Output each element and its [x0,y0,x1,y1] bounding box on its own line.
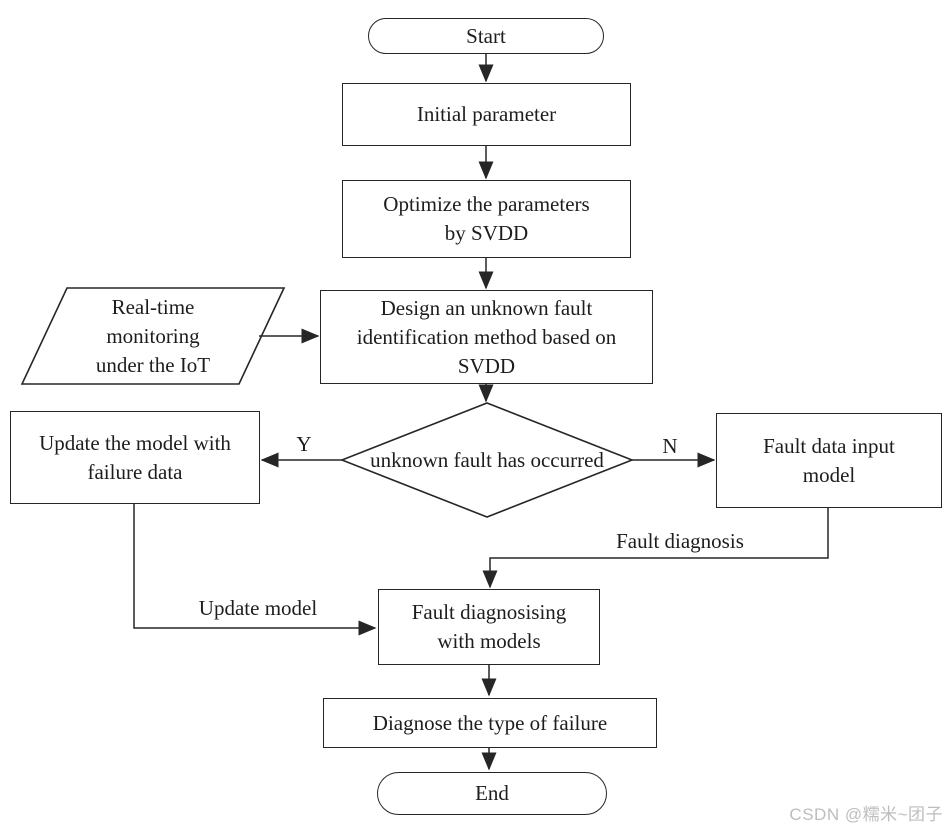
edge-label-yes: Y [296,432,312,456]
node-design-method-label: Design an unknown fault identification m… [321,294,652,381]
node-fault-diagnosising-line1: Fault diagnosising [411,600,567,624]
node-design-method: Design an unknown fault identification m… [320,290,653,384]
node-update-model-failure-data: Update the model with failure data [10,411,260,504]
node-fault-data-input-line1: Fault data input [763,433,895,458]
node-fault-diagnosising: Fault diagnosising with models [378,589,600,665]
edge-label-fault-diagnosis: Fault diagnosis [616,529,744,553]
node-end: End [377,772,607,815]
node-fault-data-input-model-label: Fault data input model [717,432,941,490]
node-start-label: Start [466,23,506,48]
node-initial-parameter-label: Initial parameter [416,102,557,126]
node-fault-data-input-model: Fault data input model [716,413,942,508]
node-decision-text: unknown fault has occurred [370,447,604,472]
node-fault-data-input-line2: model [802,462,856,487]
node-realtime-monitoring-text: Real-time monitoring under the IoT [96,293,210,380]
node-realtime-monitoring-line2: monitoring [106,323,200,348]
node-realtime-monitoring-line1: Real-time [111,294,195,319]
node-optimize-parameters-line1: Optimize the parameters [383,192,590,216]
monitoring-parallelogram-shape [20,287,286,385]
node-optimize-parameters-line2: by SVDD [444,221,529,245]
node-realtime-monitoring-line3: under the IoT [95,352,211,377]
node-initial-parameter: Initial parameter [342,83,631,146]
node-fault-diagnosising-line2: with models [437,629,541,653]
node-optimize-parameters: Optimize the parameters by SVDD [342,180,631,258]
node-diagnose-type-label: Diagnose the type of failure [372,710,608,735]
node-update-model-failure-data-label: Update the model with failure data [11,429,259,487]
node-fault-diagnosising-label: Fault diagnosising with models [379,598,599,656]
node-update-model-failure-line1: Update the model with [39,430,231,455]
edge-update-to-diagnosising [133,504,377,636]
node-realtime-monitoring-label: Real-time monitoring under the IoT [73,291,233,381]
watermark-text: CSDN @糯米~团子 [789,805,943,824]
node-start: Start [368,18,604,54]
node-end-label: End [475,781,509,805]
node-design-method-line2: identification method based on [356,324,617,349]
node-design-method-line3: SVDD [457,353,516,378]
edge-label-update-model: Update model [198,596,318,620]
edge-label-no: N [662,434,678,458]
node-optimize-parameters-label: Optimize the parameters by SVDD [343,190,630,248]
node-decision-label: unknown fault has occurred [342,440,632,480]
node-design-method-line1: Design an unknown fault [380,295,593,320]
node-update-model-failure-line2: failure data [87,459,183,484]
edge-faultinput-to-diagnosising [482,508,829,589]
node-diagnose-type: Diagnose the type of failure [323,698,657,748]
